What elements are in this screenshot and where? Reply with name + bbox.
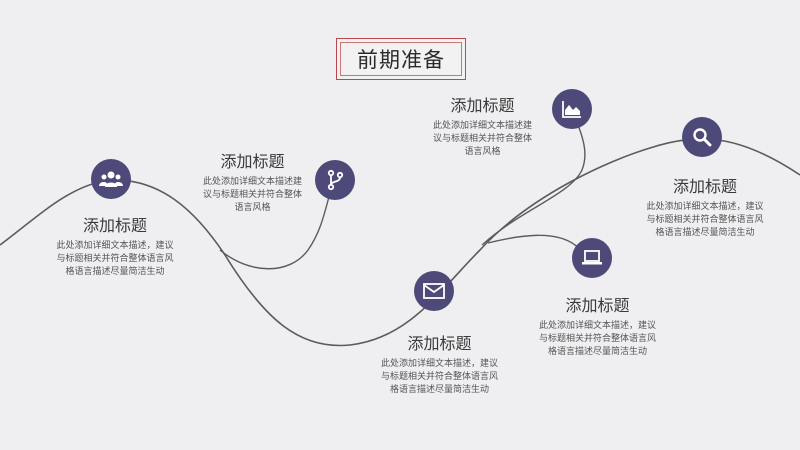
title-frame: 前期准备: [336, 38, 466, 80]
people-icon: [99, 171, 123, 187]
search-icon: [693, 128, 712, 147]
chart-node: [552, 89, 592, 129]
item-block-1: 添加标题 此处添加详细文本描述，建议 与标题相关并符合整体语言风 格语言描述尽量…: [40, 212, 190, 279]
mail-node: [414, 271, 454, 311]
branch-node: [315, 160, 355, 200]
laptop-icon: [582, 250, 602, 265]
page-title: 前期准备: [357, 48, 445, 72]
item-description: 此处添加详细文本描述，建议 与标题相关并符合整体语言风 格语言描述尽量简洁生动: [538, 321, 656, 357]
item-heading: 添加标题: [450, 96, 515, 115]
item-description: 此处添加详细文本描述建 议与标题相关并符合整体 语言风格: [202, 177, 302, 213]
item-description: 此处添加详细文本描述，建议 与标题相关并符合整体语言风 格语言描述尽量简洁生动: [646, 202, 764, 238]
item-block-5: 添加标题 此处添加详细文本描述，建议 与标题相关并符合整体语言风 格语言描述尽量…: [520, 292, 675, 359]
branch-icon: [327, 169, 344, 191]
item-description: 此处添加详细文本描述，建议 与标题相关并符合整体语言风 格语言描述尽量简洁生动: [380, 359, 498, 395]
item-block-2: 添加标题 此处添加详细文本描述建 议与标题相关并符合整体 语言风格: [180, 148, 325, 215]
item-description: 此处添加详细文本描述，建议 与标题相关并符合整体语言风 格语言描述尽量简洁生动: [56, 241, 174, 277]
item-heading: 添加标题: [565, 296, 630, 315]
branch-curve-4: [481, 109, 586, 246]
item-heading: 添加标题: [407, 334, 472, 353]
item-block-4: 添加标题 此处添加详细文本描述建 议与标题相关并符合整体 语言风格: [415, 92, 550, 159]
chart-icon: [562, 101, 581, 118]
branch-curve-2: [219, 181, 334, 270]
item-description: 此处添加详细文本描述建 议与标题相关并符合整体 语言风格: [432, 121, 532, 157]
people-node: [91, 159, 131, 199]
item-heading: 添加标题: [82, 216, 147, 235]
search-node: [682, 117, 722, 157]
mail-icon: [423, 283, 445, 299]
item-heading: 添加标题: [672, 177, 737, 196]
item-block-6: 添加标题 此处添加详细文本描述，建议 与标题相关并符合整体语言风 格语言描述尽量…: [625, 173, 785, 240]
item-heading: 添加标题: [220, 152, 285, 171]
item-block-3: 添加标题 此处添加详细文本描述，建议 与标题相关并符合整体语言风 格语言描述尽量…: [362, 330, 517, 397]
laptop-node: [572, 238, 612, 278]
